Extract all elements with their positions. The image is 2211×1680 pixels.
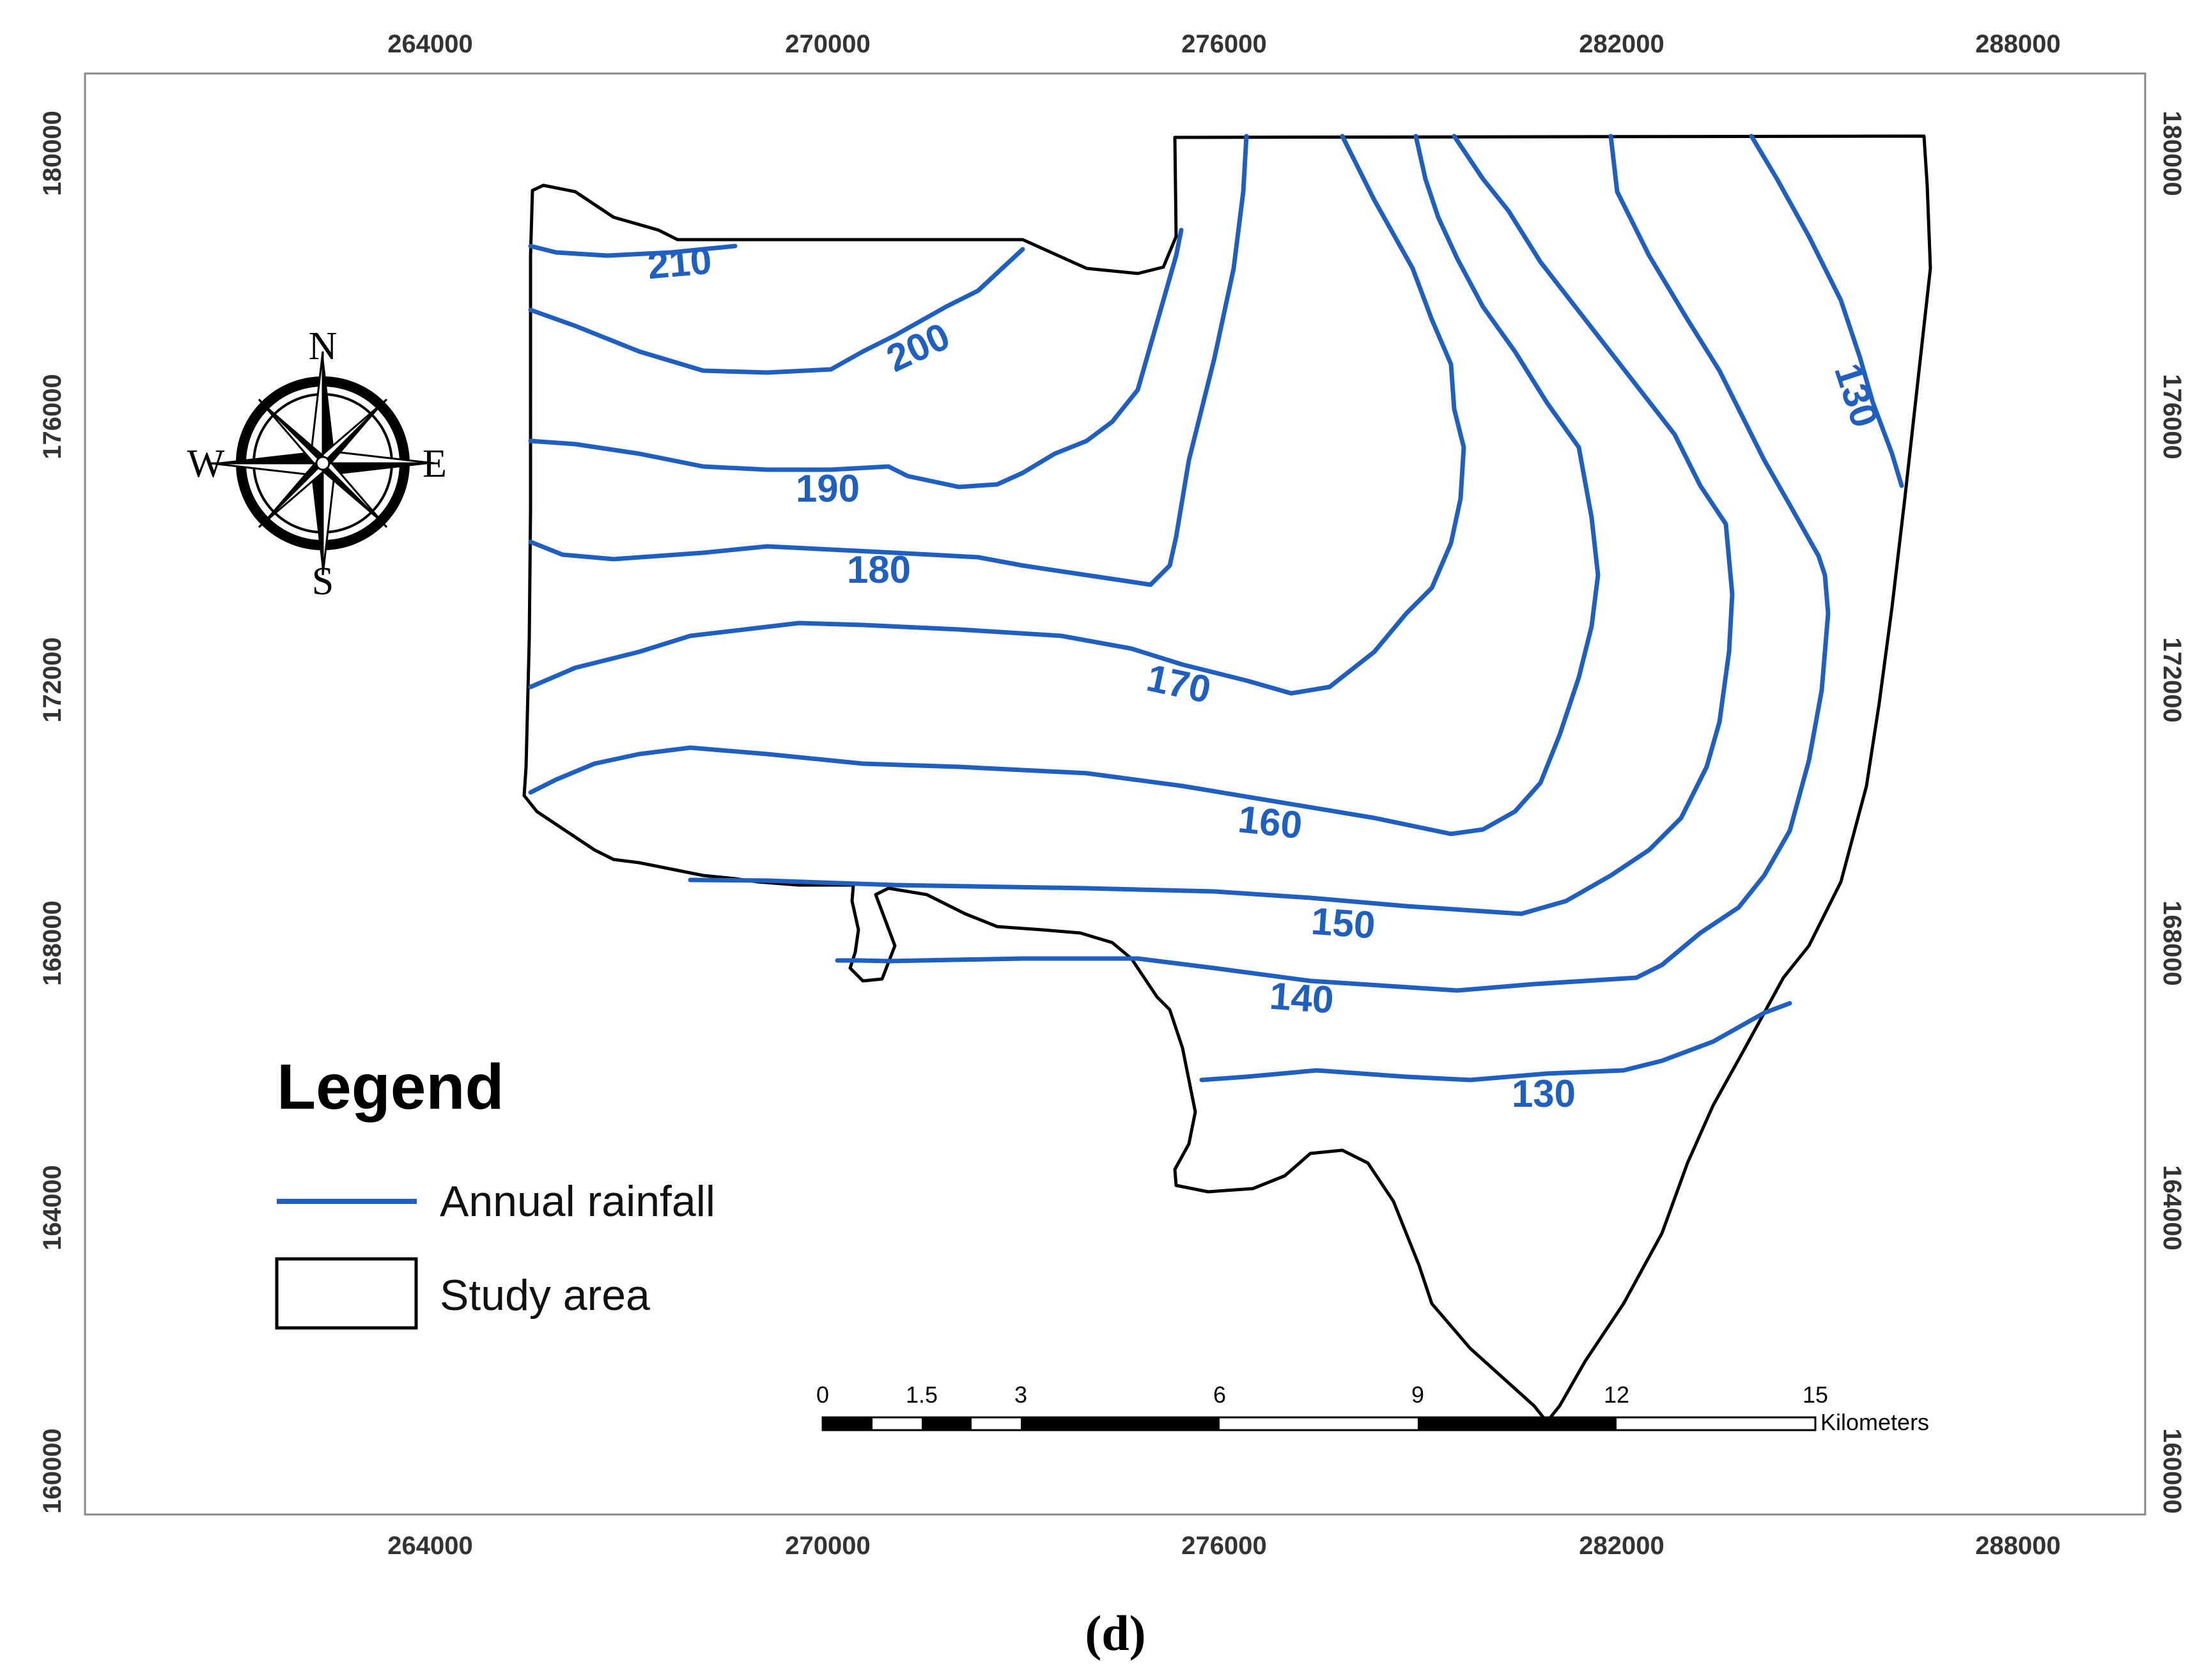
contour-label: 150 (1310, 900, 1377, 947)
scale-tick-label: 9 (1411, 1382, 1424, 1408)
y-tick-right: 160000 (2158, 1428, 2186, 1513)
legend-rainfall-label: Annual rainfall (440, 1177, 715, 1226)
legend: Legend Annual rainfall Study area (275, 1051, 715, 1330)
scale-tick-label: 15 (1803, 1382, 1828, 1408)
y-tick-left: 160000 (38, 1428, 66, 1513)
x-tick-top: 276000 (1181, 30, 1266, 58)
y-tick-left: 176000 (38, 374, 66, 459)
contour-170 (528, 134, 1466, 696)
x-tick-top: 264000 (387, 30, 472, 58)
contour-200 (528, 247, 1025, 375)
y-tick-left: 180000 (38, 111, 66, 196)
contour-150 (688, 134, 1735, 916)
contour-label: 210 (646, 239, 713, 287)
x-tick-bottom: 264000 (387, 1532, 472, 1560)
compass-west: W (187, 442, 225, 486)
compass-south: S (312, 560, 334, 603)
contour-label: 160 (1236, 798, 1305, 847)
y-tick-right: 176000 (2158, 374, 2186, 459)
x-tick-top: 282000 (1579, 30, 1664, 58)
contour-180 (528, 134, 1249, 587)
legend-study-area-label: Study area (440, 1271, 650, 1320)
scale-tick-label: 6 (1213, 1382, 1226, 1408)
compass-rose-icon (210, 351, 435, 576)
contour-210 (528, 243, 738, 258)
x-tick-top: 270000 (785, 30, 870, 58)
figure-caption: (d) (1085, 1605, 1145, 1661)
x-tick-bottom: 288000 (1975, 1532, 2060, 1560)
scale-bar: 0 1.5 3 6 9 12 15 Kilometers (816, 1382, 1929, 1435)
x-tick-bottom: 270000 (785, 1532, 870, 1560)
contour-130-south (1199, 1001, 1792, 1083)
y-tick-right: 168000 (2158, 900, 2186, 985)
contour-140 (835, 134, 1831, 993)
contour-lines (528, 134, 1904, 1083)
contour-130-east (1749, 134, 1904, 488)
y-tick-right: 164000 (2158, 1165, 2186, 1250)
y-axis-left: 180000 176000 172000 168000 164000 16000… (38, 111, 66, 1513)
contour-160 (528, 134, 1601, 836)
contour-190 (528, 227, 1184, 489)
scale-tick-label: 0 (816, 1382, 829, 1408)
scale-tick-label: 3 (1014, 1382, 1027, 1408)
x-tick-bottom: 282000 (1579, 1532, 1664, 1560)
contour-label: 190 (796, 467, 860, 510)
contour-label: 140 (1268, 975, 1335, 1022)
scale-tick-label: 1.5 (906, 1382, 938, 1408)
y-tick-left: 172000 (38, 637, 66, 722)
y-tick-left: 164000 (38, 1165, 66, 1250)
y-tick-left: 168000 (38, 900, 66, 985)
legend-study-area-swatch (275, 1257, 418, 1330)
x-axis-bottom: 264000 270000 276000 282000 288000 (387, 1532, 2060, 1560)
contour-label: 180 (847, 548, 911, 591)
compass-north: N (309, 325, 337, 368)
compass-east: E (423, 442, 447, 486)
x-tick-bottom: 276000 (1181, 1532, 1266, 1560)
y-tick-right: 172000 (2158, 637, 2186, 722)
y-tick-right: 180000 (2158, 111, 2186, 196)
x-axis-top: 264000 270000 276000 282000 288000 (387, 30, 2060, 58)
legend-title: Legend (277, 1051, 504, 1123)
y-axis-right: 180000 176000 172000 168000 164000 16000… (2158, 111, 2186, 1513)
scale-unit: Kilometers (1820, 1409, 1929, 1435)
scale-tick-label: 12 (1604, 1382, 1629, 1408)
contour-label: 130 (1512, 1072, 1576, 1115)
x-tick-top: 288000 (1975, 30, 2060, 58)
